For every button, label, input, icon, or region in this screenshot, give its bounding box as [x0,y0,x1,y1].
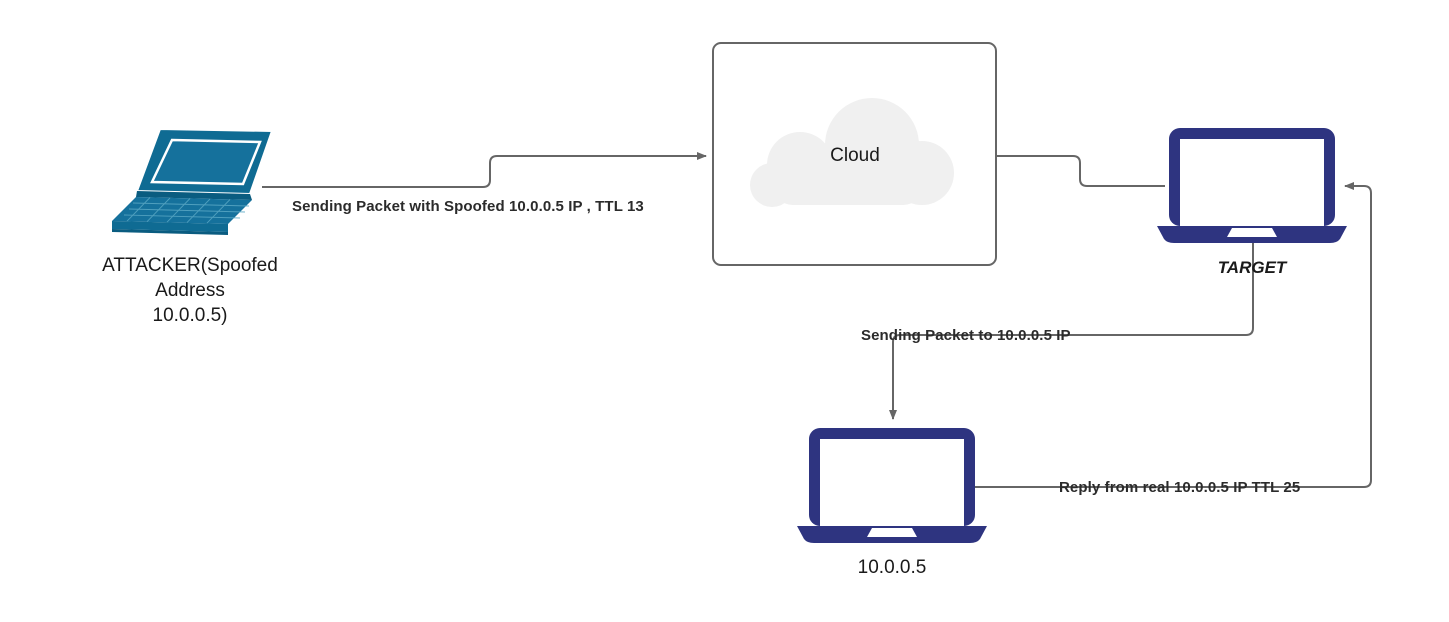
laptop-isometric-icon [112,127,274,235]
edge-target-to-victim [889,238,1254,420]
edge-victim-to-target [975,182,1372,488]
laptop-front-icon [1157,128,1347,243]
edge-label-victim-to-target: Reply from real 10.0.0.5 IP TTL 25 [1059,479,1301,496]
edge-cloud-to-target [996,155,1165,187]
target-label: TARGET [1217,258,1287,277]
attacker-label: ATTACKER(Spoofed Address 10.0.0.5) [102,255,278,326]
edge-attacker-to-cloud [262,152,707,188]
laptop-front-icon [797,428,987,543]
edge-label-target-to-victim: Sending Packet to 10.0.0.5 IP [861,327,1071,344]
edge-label-attacker-to-cloud: Sending Packet with Spoofed 10.0.0.5 IP … [292,198,644,215]
cloud-shape-icon [750,98,954,207]
cloud-label: Cloud [830,145,880,166]
victim-label: 10.0.0.5 [857,557,927,578]
